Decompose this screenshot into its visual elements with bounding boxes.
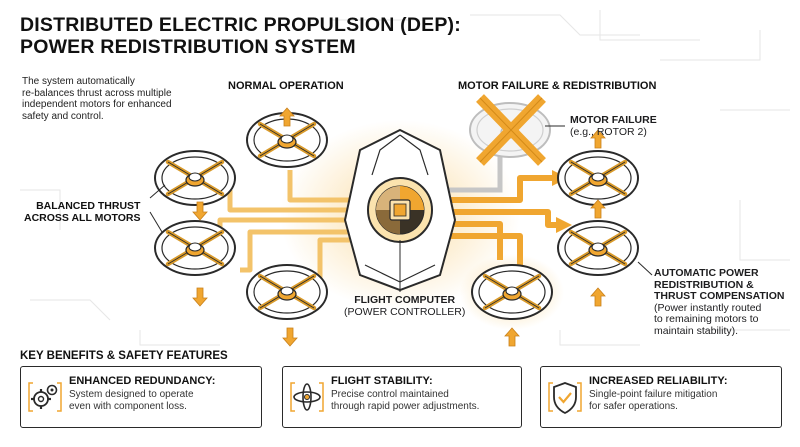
rotor-right-top bbox=[558, 151, 638, 205]
motor-failure-title: MOTOR FAILURE bbox=[570, 114, 657, 126]
benefit-desc-reliability: Single-point failure mitigation for safe… bbox=[589, 389, 717, 412]
motor-failure-label: MOTOR FAILURE (e.g., ROTOR 2) bbox=[570, 114, 657, 138]
balanced-thrust-line-1: BALANCED THRUST bbox=[36, 200, 141, 212]
benefit-desc-stability-2: through rapid power adjustments. bbox=[331, 400, 480, 412]
benefit-title-reliability: INCREASED RELIABILITY: bbox=[589, 375, 728, 387]
benefit-card-reliability: INCREASED RELIABILITY: Single-point fail… bbox=[540, 366, 782, 428]
rotor-right-mid bbox=[558, 221, 638, 275]
title-line-1: DISTRIBUTED ELECTRIC PROPULSION (DEP): bbox=[20, 14, 461, 36]
flight-computer-label: FLIGHT COMPUTER (POWER CONTROLLER) bbox=[344, 294, 465, 318]
intro-line-3: independent motors for enhanced bbox=[22, 99, 172, 110]
benefit-desc-redundancy-2: even with component loss. bbox=[69, 400, 187, 412]
benefit-desc-redundancy-1: System designed to operate bbox=[69, 389, 194, 400]
benefit-desc-reliability-1: Single-point failure mitigation bbox=[589, 389, 718, 400]
intro-line-1: The system automatically bbox=[22, 76, 135, 87]
balanced-thrust-line-2: ACROSS ALL MOTORS bbox=[24, 212, 141, 224]
normal-operation-label: NORMAL OPERATION bbox=[228, 80, 344, 92]
benefit-desc-stability: Precise control maintained through rapid… bbox=[331, 389, 479, 412]
title-line-2: POWER REDISTRIBUTION SYSTEM bbox=[20, 36, 356, 58]
rotor-left-mid-lower bbox=[155, 221, 235, 275]
balanced-thrust-label: BALANCED THRUST ACROSS ALL MOTORS bbox=[24, 200, 140, 224]
benefit-title-redundancy: ENHANCED REDUNDANCY: bbox=[69, 375, 216, 387]
rotor-right-bottom bbox=[460, 254, 564, 330]
gears-icon bbox=[28, 382, 62, 412]
flight-computer-graphic bbox=[367, 177, 433, 243]
auto-power-desc-3: maintain stability). bbox=[654, 324, 739, 337]
intro-line-4: safety and control. bbox=[22, 110, 104, 122]
auto-power-label: AUTOMATIC POWER REDISTRIBUTION & THRUST … bbox=[654, 267, 785, 337]
auto-power-line-2: REDISTRIBUTION & bbox=[654, 278, 754, 291]
benefit-title-stability: FLIGHT STABILITY: bbox=[331, 375, 433, 387]
motor-failure-redistribution-label: MOTOR FAILURE & REDISTRIBUTION bbox=[458, 80, 657, 92]
auto-power-desc-2: to remaining motors to bbox=[654, 313, 759, 325]
auto-power-line-1: AUTOMATIC POWER bbox=[654, 267, 759, 279]
auto-power-desc-1: (Power instantly routed bbox=[654, 301, 762, 314]
intro-line-2: re-balances thrust across multiple bbox=[22, 87, 172, 99]
benefits-heading: KEY BENEFITS & SAFETY FEATURES bbox=[20, 350, 228, 362]
benefit-desc-stability-1: Precise control maintained bbox=[331, 389, 449, 400]
benefit-desc-redundancy: System designed to operate even with com… bbox=[69, 389, 194, 412]
benefit-desc-reliability-2: for safer operations. bbox=[589, 400, 678, 412]
benefit-card-stability: FLIGHT STABILITY: Precise control mainta… bbox=[282, 366, 522, 428]
motor-failure-example: (e.g., ROTOR 2) bbox=[570, 126, 647, 138]
page-title: DISTRIBUTED ELECTRIC PROPULSION (DEP): P… bbox=[20, 14, 461, 58]
rotor-left-bottom bbox=[247, 265, 327, 319]
auto-power-leader bbox=[637, 261, 653, 276]
rotor-left-mid-upper bbox=[155, 151, 235, 205]
auto-power-line-3: THRUST COMPENSATION bbox=[654, 290, 785, 302]
intro-text: The system automatically re-balances thr… bbox=[22, 76, 172, 122]
failed-rotor bbox=[469, 94, 551, 166]
rotor-orbit-icon bbox=[290, 382, 324, 412]
benefit-card-redundancy: ENHANCED REDUNDANCY: System designed to … bbox=[20, 366, 262, 428]
flight-computer-title: FLIGHT COMPUTER bbox=[354, 294, 456, 306]
balanced-thrust-leaders bbox=[149, 184, 166, 233]
circuit-background bbox=[20, 10, 790, 346]
power-controller-subtitle: (POWER CONTROLLER) bbox=[344, 306, 466, 318]
shield-check-icon bbox=[548, 382, 582, 415]
